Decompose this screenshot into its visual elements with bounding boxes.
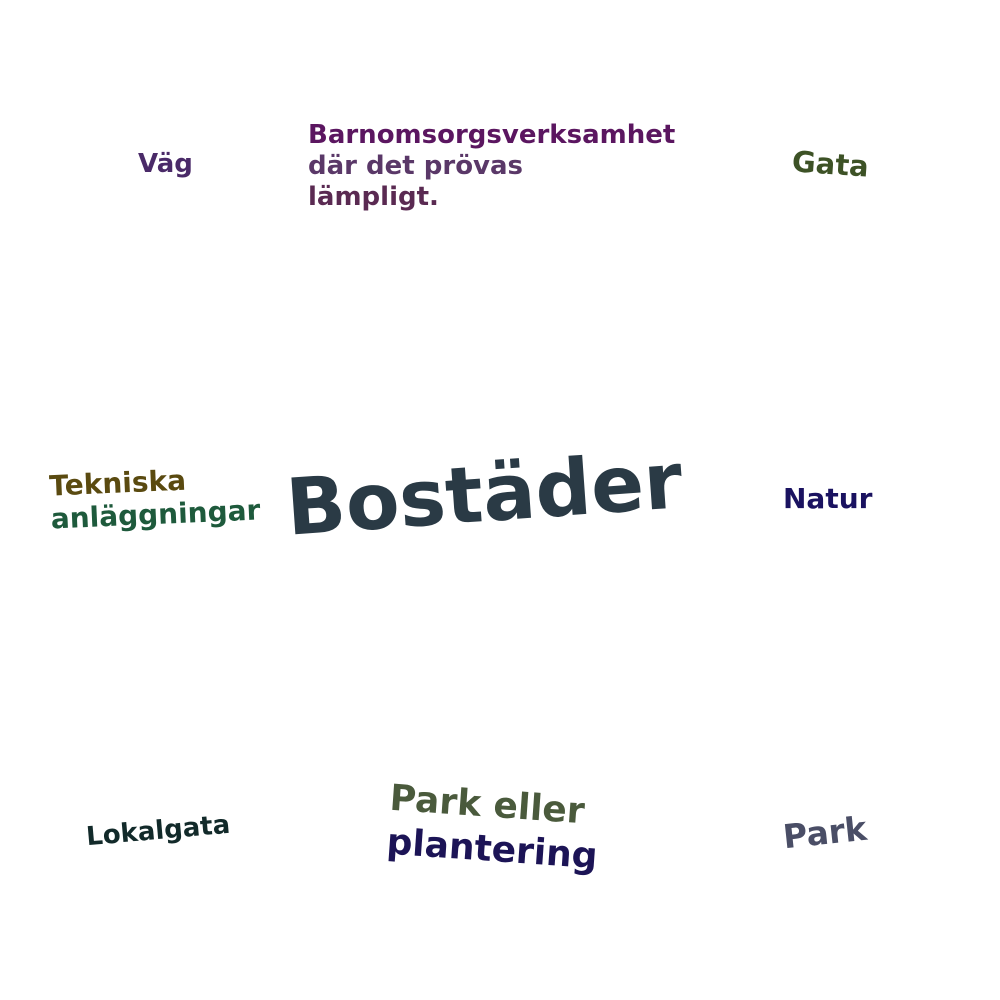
word-barnomsorgsverksamhet: Barnomsorgsverksamhet där det prövas läm… [308, 120, 675, 213]
word-gata: Gata [790, 144, 870, 184]
word-vag: Väg [138, 149, 193, 179]
word-natur: Natur [783, 482, 873, 515]
word-barnomsorgsverksamhet-line-3: lämpligt. [308, 182, 439, 212]
word-barnomsorgsverksamhet-line-2: där det prövas [308, 151, 524, 181]
word-park-eller-plantering: Park eller plantering [385, 777, 602, 880]
word-tekniska-anlaggningar: Tekniska anläggningar [49, 460, 261, 536]
word-lokalgata: Lokalgata [84, 809, 232, 853]
word-barnomsorgsverksamhet-line-1: Barnomsorgsverksamhet [308, 120, 676, 150]
word-bostader: Bostäder [283, 436, 686, 554]
word-park: Park [781, 808, 869, 857]
